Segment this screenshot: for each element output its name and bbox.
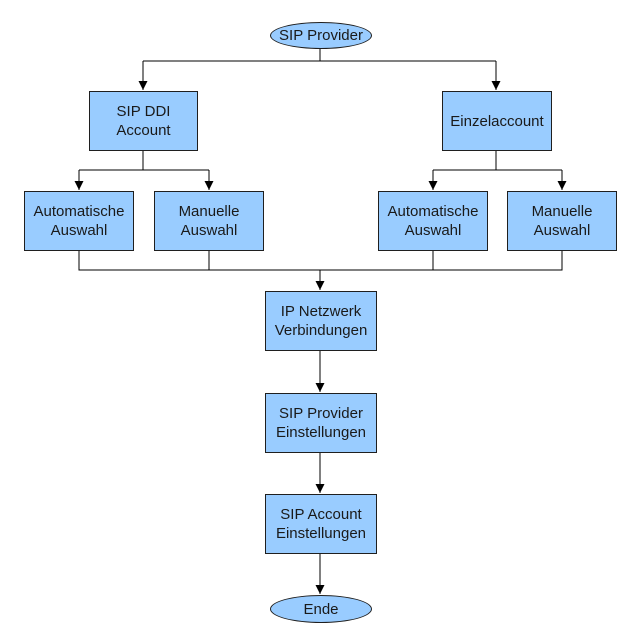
manual-selection-right-box: Manuelle Auswahl (507, 191, 617, 251)
connector-sip-ddi-split (79, 150, 209, 171)
manual-selection-left-box: Manuelle Auswahl (154, 191, 264, 251)
automatic-selection-left-label: Automatische Auswahl (33, 203, 125, 239)
manual-selection-right-label: Manuelle Auswahl (531, 203, 593, 239)
automatic-selection-right-label: Automatische Auswahl (387, 203, 479, 239)
start-label: SIP Provider (279, 27, 363, 44)
ip-network-connections-box: IP Netzwerk Verbindungen (265, 291, 377, 351)
sip-ddi-account-box: SIP DDI Account (89, 91, 198, 151)
connector-start-split (143, 47, 496, 62)
automatic-selection-right-box: Automatische Auswahl (378, 191, 488, 251)
connector-merge (78, 250, 563, 271)
end-label: Ende (303, 600, 339, 618)
sip-ddi-account-label: SIP DDI Account (116, 103, 171, 139)
einzelaccount-label: Einzelaccount (450, 112, 544, 130)
end-terminal: Ende (270, 595, 372, 623)
automatic-selection-left-box: Automatische Auswahl (24, 191, 134, 251)
einzelaccount-box: Einzelaccount (442, 91, 552, 151)
sip-account-settings-box: SIP Account Einstellungen (265, 494, 377, 554)
sip-provider-settings-label: SIP Provider Einstellungen (275, 405, 367, 441)
ip-network-connections-label: IP Netzwerk Verbindungen (274, 303, 368, 339)
manual-selection-left-label: Manuelle Auswahl (178, 203, 240, 239)
sip-provider-settings-box: SIP Provider Einstellungen (265, 393, 377, 453)
sip-account-settings-label: SIP Account Einstellungen (275, 506, 367, 542)
connector-einzel-split (433, 150, 562, 171)
start-terminal: SIP Provider (270, 22, 372, 49)
